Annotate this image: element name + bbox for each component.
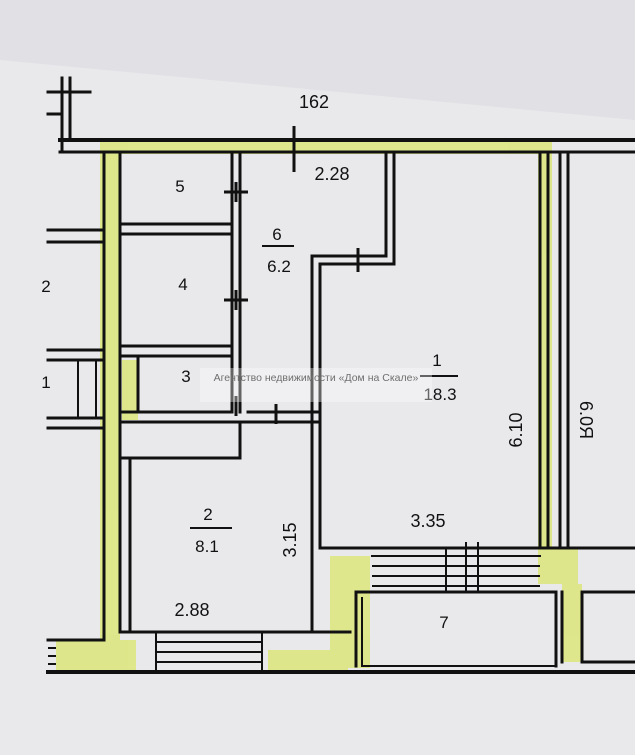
room-5-number: 5 xyxy=(175,177,184,196)
watermark: Агентство недвижимости «Дом на Скале» xyxy=(214,372,419,384)
labels: 162 2.28 5 4 3 6 6.2 1 18.3 6.10 6.0Я 3.… xyxy=(41,92,596,632)
room-7-number: 7 xyxy=(439,613,448,632)
neighbor-label-lower: 1 xyxy=(41,373,50,392)
room-2-area: 8.1 xyxy=(195,537,219,556)
dimension-outer-right: 6.0Я xyxy=(576,401,596,439)
room-6-area: 6.2 xyxy=(267,257,291,276)
walls xyxy=(46,76,635,674)
dimension-room-2-height: 3.15 xyxy=(280,522,300,557)
room-6-number: 6 xyxy=(272,225,281,244)
room-1-number: 1 xyxy=(432,351,441,370)
watermark-band xyxy=(200,368,432,402)
window-balcony-door xyxy=(372,542,540,592)
room-4-number: 4 xyxy=(178,275,187,294)
dimension-corridor-width: 2.28 xyxy=(314,164,349,184)
dimension-top: 162 xyxy=(299,92,329,112)
windows xyxy=(48,542,540,672)
room-2-number: 2 xyxy=(203,505,212,524)
window-left-neighbor xyxy=(48,647,56,665)
neighbor-label-upper: 2 xyxy=(41,277,50,296)
dimension-room-1-height: 6.10 xyxy=(506,412,526,447)
dimension-room-2-width: 2.88 xyxy=(174,600,209,620)
paper-fold-shadow xyxy=(0,0,635,120)
window-room-2 xyxy=(155,632,263,672)
room-1-area: 18.3 xyxy=(423,385,456,404)
dimension-room-1-width: 3.35 xyxy=(410,511,445,531)
room-3-number: 3 xyxy=(181,367,190,386)
door-marks xyxy=(224,126,360,424)
